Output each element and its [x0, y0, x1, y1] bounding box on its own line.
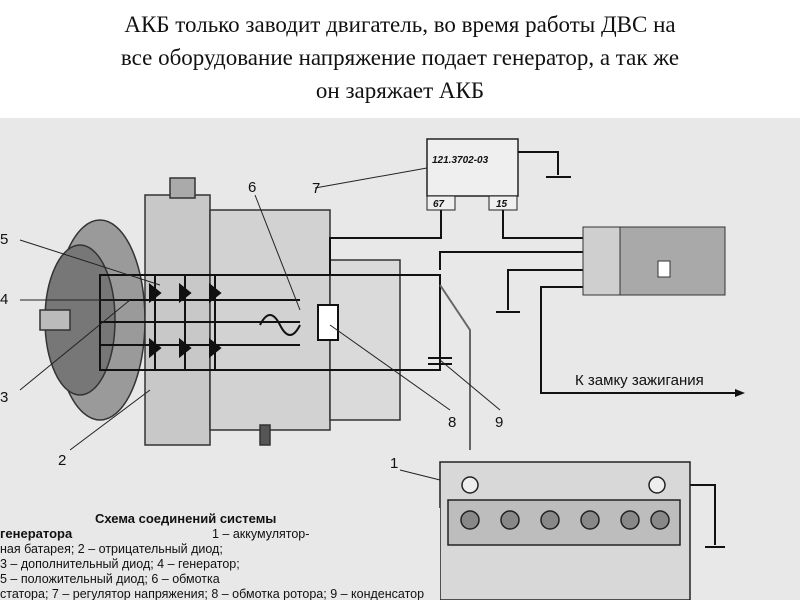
caption-line-4: 5 – положительный диод; 6 – обмотка [0, 572, 220, 586]
voltage-regulator: 121.3702-03 67 15 [426, 138, 519, 211]
caption-line-3: 3 – дополнительный диод; 4 – генератор; [0, 557, 240, 571]
callout-8: 8 [448, 414, 456, 431]
callout-3: 3 [0, 389, 8, 406]
arrow-icon [735, 389, 745, 397]
title-line-1: АКБ только заводит двигатель, во время р… [124, 12, 676, 37]
caption-line-1: 1 – аккумулятор- [212, 527, 309, 541]
callout-4: 4 [0, 291, 8, 308]
caption-line-2: ная батарея; 2 – отрицательный диод; [0, 542, 223, 556]
callout-5: 5 [0, 231, 8, 248]
callout-6: 6 [248, 179, 256, 196]
caption-title: Схема соединений системы [95, 511, 276, 526]
callout-9: 9 [495, 414, 503, 431]
callout-2: 2 [58, 452, 66, 469]
title-line-3: он заряжает АКБ [315, 78, 485, 103]
title-line-2: все оборудование напряжение подает генер… [120, 45, 680, 70]
caption-line-5: статора; 7 – регулятор напряжения; 8 – о… [0, 587, 424, 600]
ignition-label: К замку зажигания [575, 372, 704, 389]
terminal-15: 15 [496, 199, 508, 210]
callout-lines [19, 167, 501, 481]
generator-wiring-diagram: 121.3702-03 67 15 К замку зажигания [0, 118, 800, 600]
terminal-67: 67 [433, 199, 445, 210]
relay-block [582, 226, 726, 296]
battery [439, 461, 691, 600]
regulator-model: 121.3702-03 [432, 155, 489, 166]
caption-bold: генератора [0, 526, 73, 541]
callout-1: 1 [390, 455, 398, 472]
wiring [329, 151, 740, 548]
callout-7: 7 [312, 180, 320, 197]
slide-title: АКБ только заводит двигатель, во время р… [0, 8, 800, 107]
